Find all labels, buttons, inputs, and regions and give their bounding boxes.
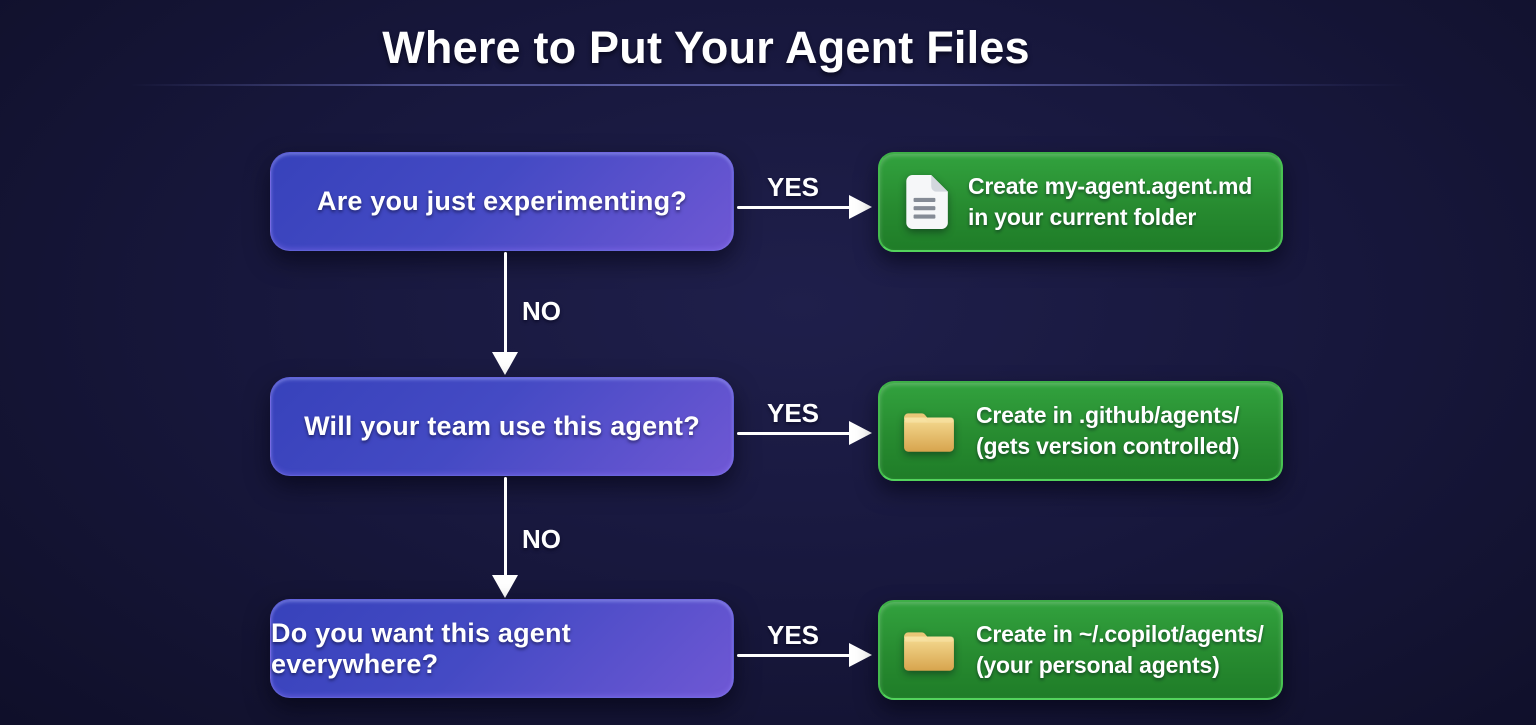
no-connector-label: NO <box>522 296 561 326</box>
question-text: Are you just experimenting? <box>317 186 687 216</box>
answer-line-1: Create in .github/agents/ <box>976 402 1240 428</box>
answer-box-copilot-agents: Create in ~/.copilot/agents/ (your perso… <box>878 600 1283 700</box>
folder-icon <box>902 408 956 454</box>
answer-line-2: (your personal agents) <box>976 652 1220 678</box>
arrow-right-icon <box>849 643 872 667</box>
question-text: Will your team use this agent? <box>304 411 700 441</box>
answer-line-1: Create my-agent.agent.md <box>968 173 1253 199</box>
yes-arrow-line <box>737 432 851 435</box>
folder-icon <box>902 627 956 673</box>
question-box-team-use: Will your team use this agent? <box>270 377 734 476</box>
no-arrow-line <box>504 252 507 353</box>
arrow-down-icon <box>492 352 518 375</box>
yes-connector-label: YES <box>766 398 820 428</box>
answer-line-2: in your current folder <box>968 204 1197 230</box>
question-text: Do you want this agent everywhere? <box>271 617 571 679</box>
yes-arrow-line <box>737 654 851 657</box>
yes-connector-label: YES <box>766 620 820 650</box>
question-box-experimenting: Are you just experimenting? <box>270 152 734 251</box>
answer-box-github-agents: Create in .github/agents/ (gets version … <box>878 381 1283 481</box>
answer-text: Create my-agent.agent.md in your current… <box>968 171 1252 233</box>
page-title: Where to Put Your Agent Files <box>382 22 1030 73</box>
answer-text: Create in .github/agents/ (gets version … <box>976 400 1240 462</box>
yes-connector-label: YES <box>766 172 820 202</box>
no-arrow-line <box>504 477 507 576</box>
document-icon <box>902 175 948 229</box>
arrow-right-icon <box>849 421 872 445</box>
answer-line-2: (gets version controlled) <box>976 433 1240 459</box>
arrow-down-icon <box>492 575 518 598</box>
question-box-agent-everywhere: Do you want this agent everywhere? <box>270 599 734 698</box>
answer-box-current-folder: Create my-agent.agent.md in your current… <box>878 152 1283 252</box>
answer-line-1: Create in ~/.copilot/agents/ <box>976 621 1264 647</box>
arrow-right-icon <box>849 195 872 219</box>
answer-text: Create in ~/.copilot/agents/ (your perso… <box>976 619 1264 681</box>
title-divider <box>130 84 1410 86</box>
no-connector-label: NO <box>522 524 561 554</box>
yes-arrow-line <box>737 206 851 209</box>
